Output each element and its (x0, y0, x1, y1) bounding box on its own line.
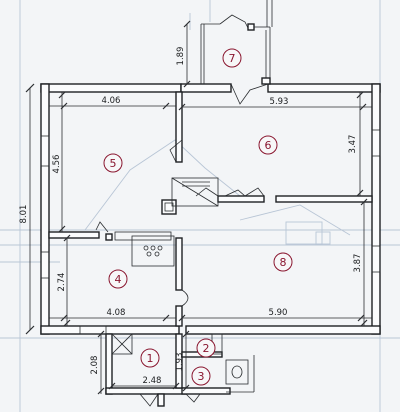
dim-room1-height: 2.08 (90, 356, 100, 375)
svg-text:2: 2 (203, 342, 210, 355)
dim-room5-height: 4.56 (52, 155, 62, 174)
svg-text:6: 6 (265, 139, 272, 152)
dim-room23-height: 1.93 (175, 353, 185, 372)
dimension-lines (25, 20, 372, 395)
dim-room4-width: 4.08 (107, 308, 126, 318)
dim-room1-width: 2.48 (143, 376, 162, 386)
kitchen-stove (105, 231, 175, 267)
walls (40, 83, 381, 335)
room-marker-5: 5 (103, 153, 123, 173)
dim-room8-height: 3.87 (353, 254, 363, 273)
dim-room6-width: 5.93 (270, 97, 289, 107)
door-swings (95, 139, 265, 307)
room-marker-7: 7 (222, 48, 242, 68)
porch-structure (200, 0, 273, 105)
room-markers: 1 2 3 4 5 6 7 8 (103, 48, 293, 386)
dim-room7-height: 1.89 (176, 47, 186, 66)
dim-overall-height: 8.01 (19, 205, 29, 224)
svg-text:7: 7 (229, 52, 236, 65)
dim-room5-width: 4.06 (102, 96, 121, 106)
svg-text:1: 1 (147, 352, 154, 365)
dim-room8-width: 5.90 (269, 308, 288, 318)
svg-text:5: 5 (110, 157, 117, 170)
svg-text:4: 4 (115, 273, 122, 286)
room-marker-6: 6 (258, 135, 278, 155)
room-marker-4: 4 (108, 269, 128, 289)
room-marker-8: 8 (273, 252, 293, 272)
stair-block (171, 177, 219, 207)
dimension-labels: 8.01 4.06 4.56 5.93 3.47 1.89 4.08 2.74 … (19, 47, 363, 386)
room-marker-1: 1 (140, 348, 160, 368)
wall-markers (40, 129, 381, 335)
svg-text:3: 3 (198, 370, 205, 383)
svg-text:8: 8 (280, 256, 287, 269)
room-marker-2: 2 (196, 338, 216, 358)
dim-room4-height: 2.74 (57, 273, 67, 292)
room-marker-3: 3 (191, 366, 211, 386)
dim-room6-height: 3.47 (348, 135, 358, 154)
